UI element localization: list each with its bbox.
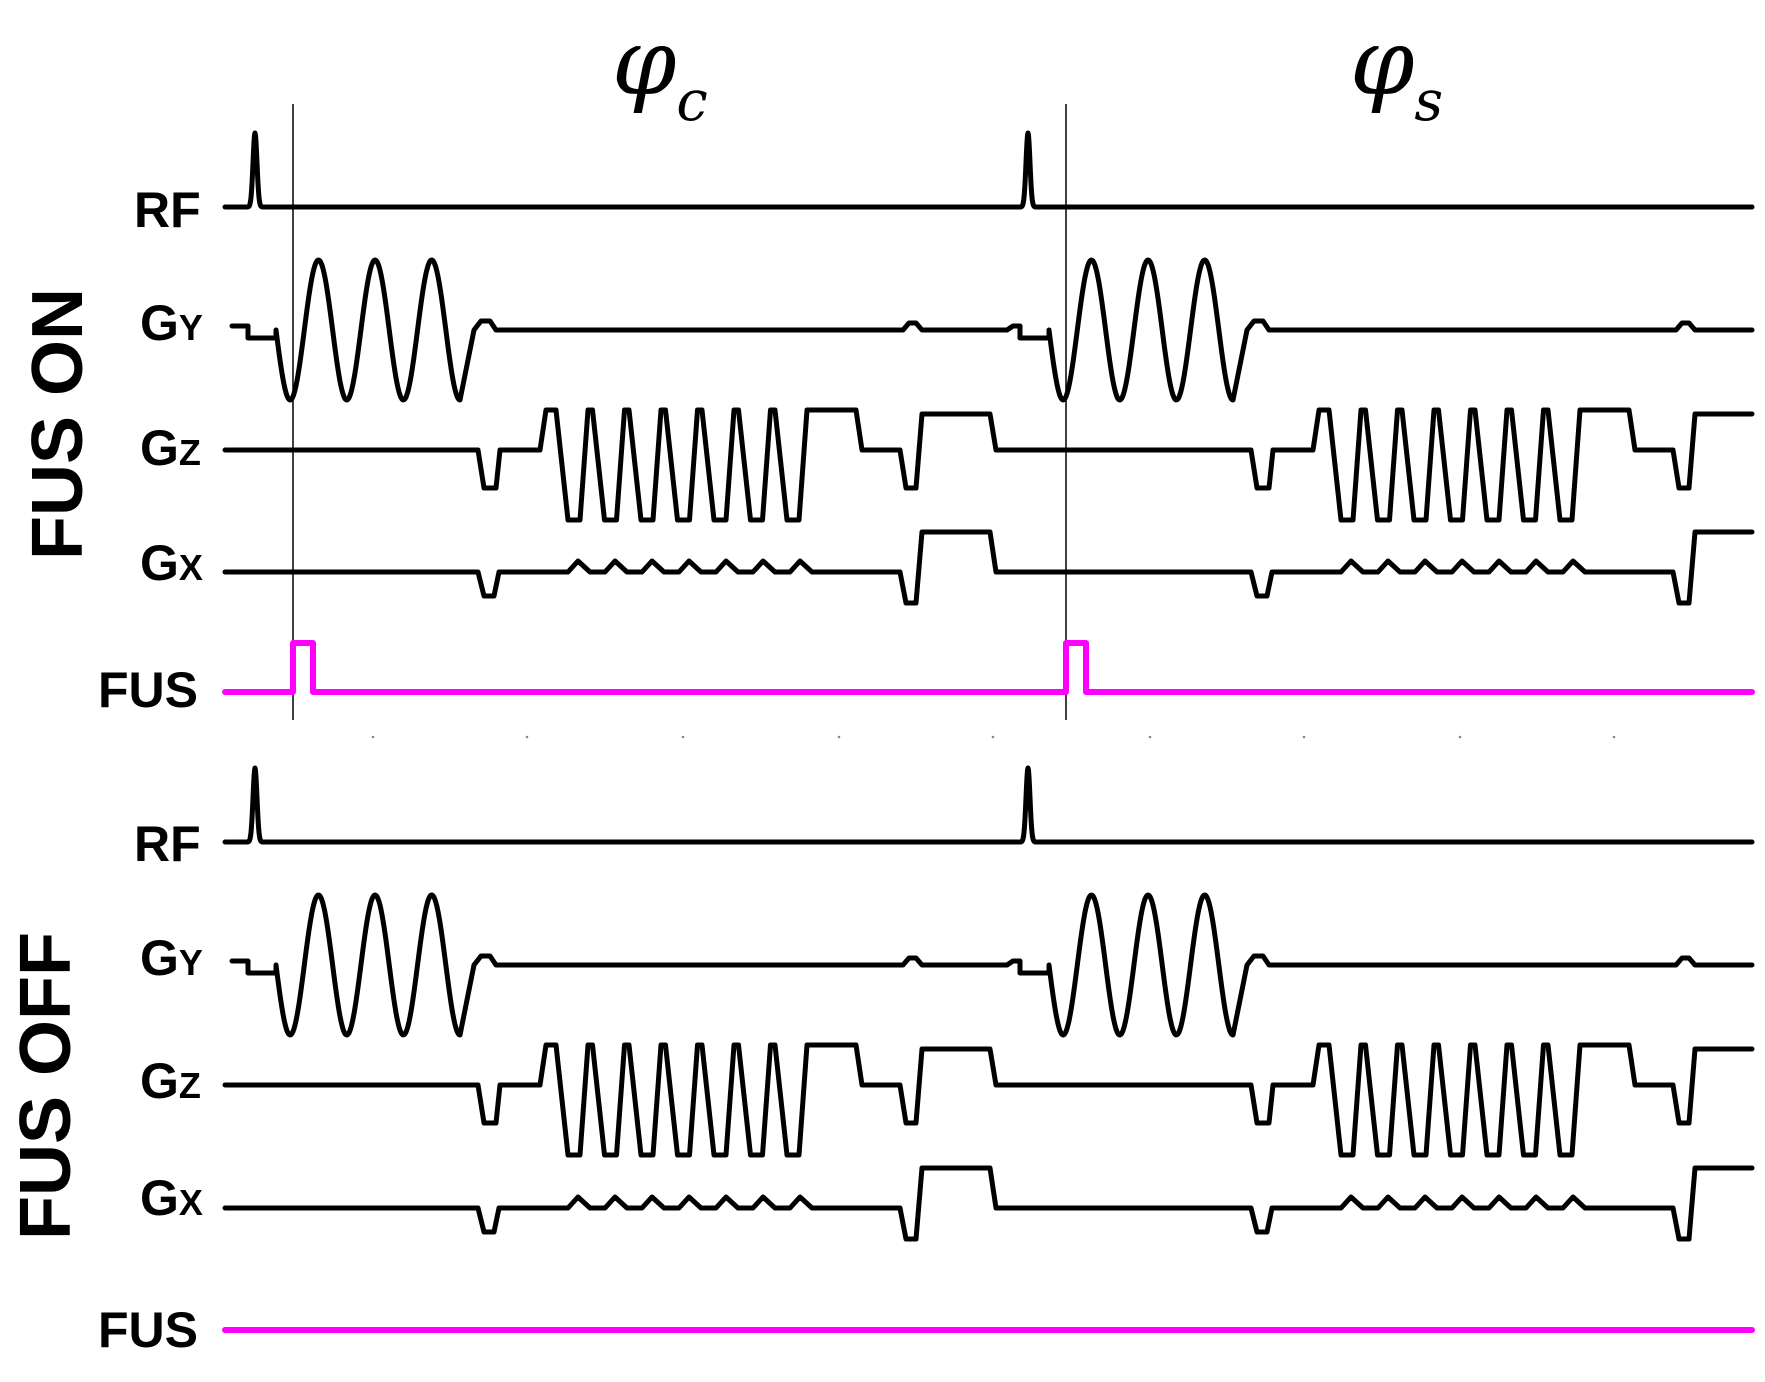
panel-fus-on: FUS ON RF GY GZ GX FUS [18, 130, 1755, 718]
panel-title: FUS OFF [6, 932, 86, 1240]
panel-title: FUS ON [18, 288, 98, 560]
channel-label-rf: RF [134, 182, 201, 238]
gy-trace [229, 892, 1755, 1038]
channel-label-gz: GZ [140, 420, 201, 476]
gy-trace [229, 257, 1755, 403]
gz-trace [222, 407, 1755, 523]
phase-label-c: φc [612, 9, 708, 134]
channel-label-fus: FUS [98, 1302, 198, 1358]
gx-trace [222, 1165, 1755, 1242]
separator-tick [1148, 735, 1152, 739]
panel-separator-ticks [371, 735, 1616, 739]
separator-tick [681, 735, 685, 739]
separator-tick [837, 735, 841, 739]
gx-trace [222, 529, 1755, 606]
separator-tick [1612, 735, 1616, 739]
channel-label-gz: GZ [140, 1053, 201, 1109]
rf-trace [222, 130, 1755, 210]
separator-tick [991, 735, 995, 739]
channel-label-gx: GX [140, 535, 203, 591]
channel-label-rf: RF [134, 816, 201, 872]
phase-label-s: φs [1350, 9, 1443, 134]
fus-trace [222, 640, 1755, 695]
channel-label-gy: GY [140, 295, 203, 351]
rf-trace [222, 765, 1755, 845]
panel-fus-off: FUS OFF RF GY GZ GX FUS [6, 765, 1755, 1358]
separator-tick [371, 735, 375, 739]
separator-tick [1458, 735, 1462, 739]
channel-label-fus: FUS [98, 662, 198, 718]
gz-trace [222, 1042, 1755, 1158]
channel-label-gy: GY [140, 930, 203, 986]
separator-tick [1302, 735, 1306, 739]
separator-tick [525, 735, 529, 739]
channel-label-gx: GX [140, 1170, 203, 1226]
